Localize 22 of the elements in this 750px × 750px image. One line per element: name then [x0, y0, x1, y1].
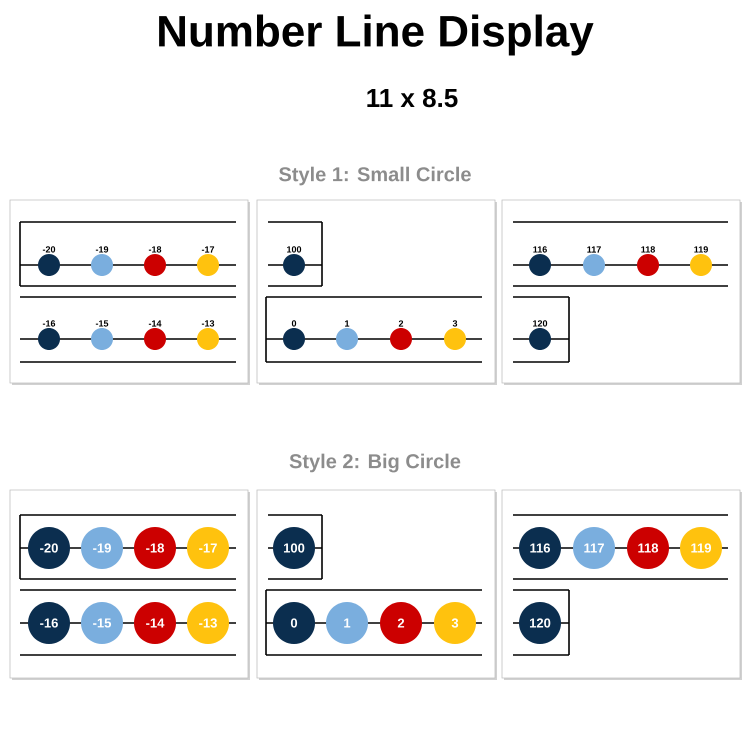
node-label: -19 [96, 246, 108, 253]
style-heading: Style 1: Small Circle [279, 166, 471, 186]
node-label: 1 [345, 320, 350, 327]
title: Number Line Display [159, 14, 594, 56]
node-label: -16 [42, 320, 56, 327]
node-label: -18 [148, 246, 162, 253]
node-label: 120 [533, 320, 548, 327]
node-label: -15 [96, 320, 108, 327]
node-label: 3 [452, 320, 458, 327]
node-label: 119 [694, 246, 708, 253]
node-label: 2 [398, 320, 404, 327]
node-label: -14 [148, 320, 162, 327]
node-label: 100 [287, 246, 302, 253]
node-label: 118 [641, 246, 655, 253]
node-label: 0 [292, 320, 296, 327]
node-label: -20 [42, 246, 56, 253]
format-label: 11 x 8.5 [367, 88, 458, 108]
style-heading: Style 2: Big Circle [290, 454, 460, 472]
node-label: -13 [202, 320, 214, 327]
node-label: 117 [587, 246, 601, 253]
node-label: -17 [202, 246, 214, 253]
node-label: 116 [533, 246, 547, 253]
